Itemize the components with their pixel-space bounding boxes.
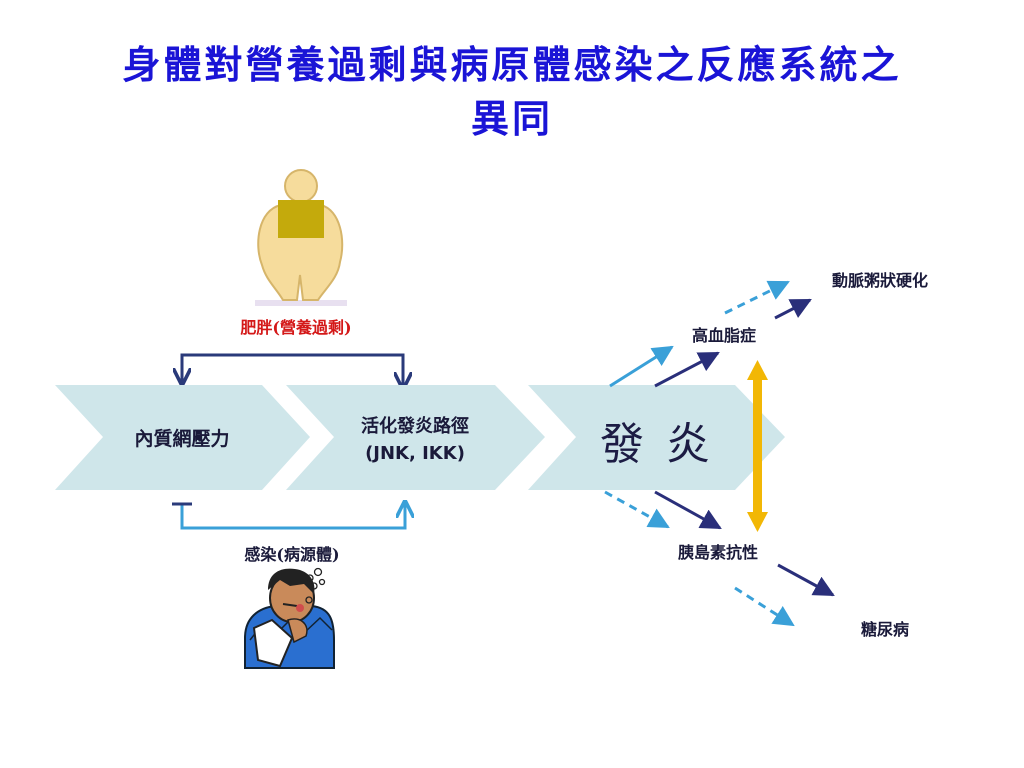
insulin-resistance-label: 胰島素抗性 bbox=[678, 543, 758, 562]
title-line-2: 異同 bbox=[470, 96, 553, 141]
chevron-pathway bbox=[286, 385, 545, 490]
chevron-inflammation bbox=[528, 385, 785, 490]
arrow-to-hyperlipidemia-light bbox=[609, 345, 674, 388]
sick-person-icon bbox=[244, 567, 335, 669]
arrow-to-hyperlipidemia-dark bbox=[654, 351, 720, 388]
arrow-to-diabetes-dark bbox=[777, 563, 835, 597]
arrow-to-insulin-resistance-dark bbox=[654, 490, 722, 530]
hyperlipidemia-label: 高血脂症 bbox=[692, 326, 756, 345]
arrow-to-atherosclerosis-dashed bbox=[724, 280, 790, 315]
er-stress-label: 內質網壓力 bbox=[134, 427, 229, 450]
title-line-1: 身體對營養過剩與病原體感染之反應系統之 bbox=[122, 42, 902, 87]
arrow-to-diabetes-dashed bbox=[734, 586, 795, 627]
infection-label: 感染(病源體) bbox=[244, 545, 339, 564]
infection-bracket-arrow bbox=[172, 502, 405, 530]
arrow-to-atherosclerosis-dark bbox=[774, 298, 812, 320]
diabetes-label: 糖尿病 bbox=[861, 620, 909, 639]
gold-double-arrow bbox=[747, 360, 768, 532]
arrow-to-insulin-resistance-dashed bbox=[604, 490, 670, 529]
obese-person-icon bbox=[255, 169, 347, 306]
obesity-bracket-arrow bbox=[182, 353, 403, 388]
obesity-label: 肥胖(營養過剩) bbox=[240, 318, 351, 337]
slide-title: 身體對營養過剩與病原體感染之反應系統之 異同 bbox=[60, 38, 964, 146]
pathway-sublabel: (JNK, IKK) bbox=[365, 443, 465, 464]
chevron-er-stress bbox=[55, 385, 310, 490]
atherosclerosis-label: 動脈粥狀硬化 bbox=[832, 271, 928, 290]
pathway-label: 活化發炎路徑 bbox=[361, 415, 469, 437]
inflammation-label: 發 炎 bbox=[600, 419, 714, 470]
